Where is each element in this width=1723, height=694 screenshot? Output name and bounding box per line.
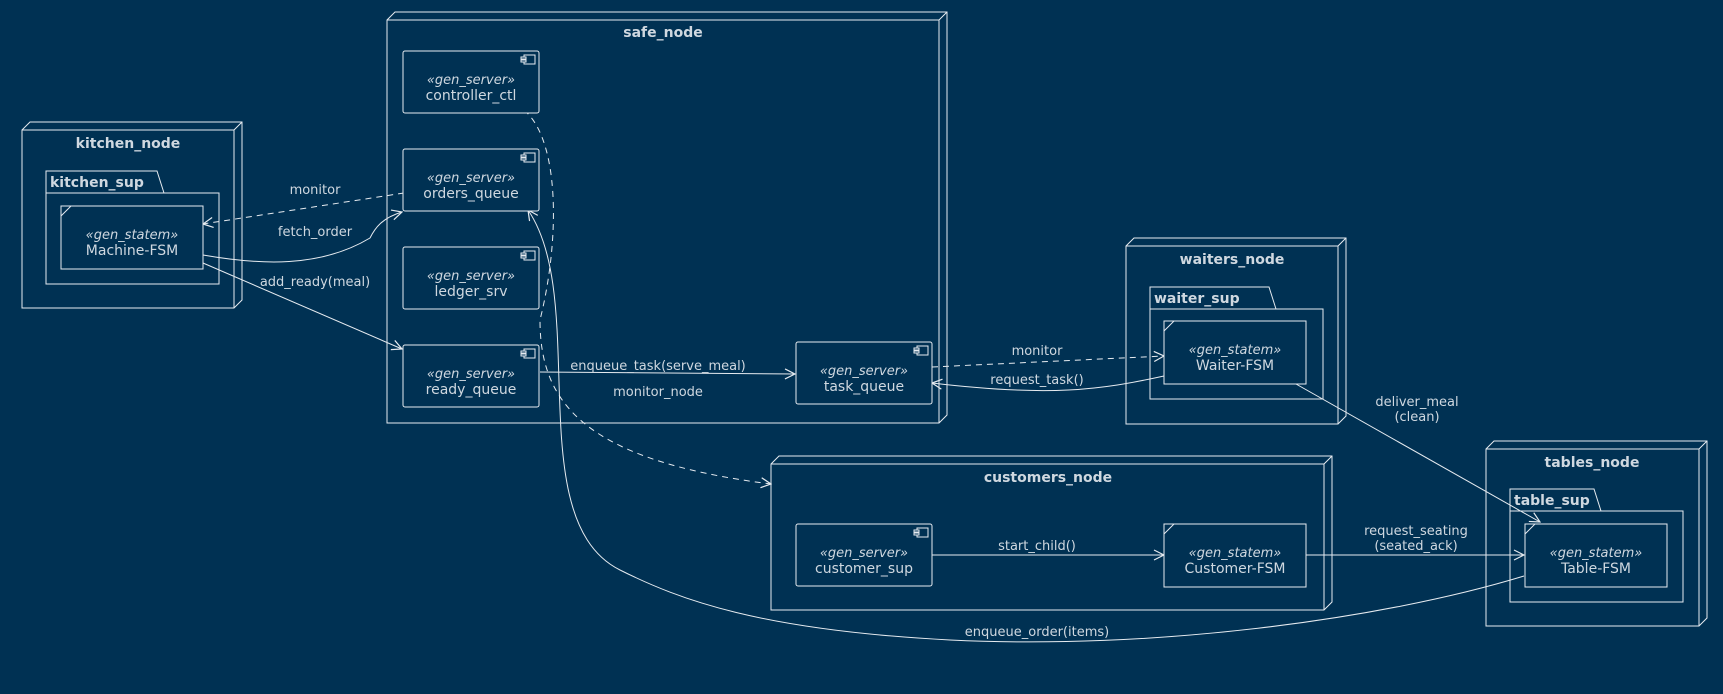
- edge-labels: monitor fetch_order add_ready(meal) enqu…: [260, 183, 1468, 640]
- label-enqueue-order: enqueue_order(items): [965, 625, 1109, 640]
- frame-waiter-fsm[interactable]: «gen_statem» Waiter-FSM: [1163, 320, 1307, 385]
- component-ledger-srv[interactable]: «gen_server» ledger_srv: [402, 246, 540, 310]
- stereotype: «gen_statem»: [86, 228, 179, 243]
- component-icon: [520, 152, 536, 163]
- component-name: controller_ctl: [426, 88, 517, 104]
- label-fetch-order: fetch_order: [278, 225, 353, 240]
- component-controller-ctl[interactable]: «gen_server» controller_ctl: [402, 50, 540, 114]
- component-name: ready_queue: [426, 382, 517, 398]
- label-deliver-meal-1: deliver_meal: [1375, 395, 1458, 410]
- component-name: ledger_srv: [435, 284, 508, 300]
- component-icon: [520, 348, 536, 359]
- component-name: Waiter-FSM: [1196, 358, 1274, 374]
- frame-machine-fsm[interactable]: «gen_statem» Machine-FSM: [60, 205, 204, 270]
- component-icon: [913, 527, 929, 538]
- stereotype: «gen_statem»: [1189, 343, 1282, 358]
- tables-node: tables_node: [1485, 440, 1708, 627]
- label-deliver-meal-2: (clean): [1394, 410, 1439, 425]
- frame-table-fsm[interactable]: «gen_statem» Table-FSM: [1524, 523, 1668, 588]
- kitchen-node-title: kitchen_node: [76, 136, 181, 152]
- table-sup-label: table_sup: [1514, 493, 1590, 509]
- label-monitor-waiter: monitor: [1012, 344, 1064, 359]
- edge-add-ready: [202, 262, 402, 349]
- label-request-seating-1: request_seating: [1364, 524, 1468, 539]
- edge-monitor-waiter: [931, 356, 1164, 368]
- frame-corner: [1163, 320, 1175, 332]
- component-name: Customer-FSM: [1185, 561, 1286, 577]
- stereotype: «gen_server»: [820, 546, 908, 561]
- safe-node-title: safe_node: [623, 25, 702, 41]
- component-name: Table-FSM: [1560, 561, 1631, 577]
- component-icon: [913, 345, 929, 356]
- component-name: orders_queue: [423, 186, 518, 202]
- edges: [202, 109, 1540, 643]
- kitchen-sup-label: kitchen_sup: [50, 175, 144, 191]
- component-orders-queue[interactable]: «gen_server» orders_queue: [402, 148, 540, 212]
- customers-node: customers_node: [770, 455, 1333, 611]
- stereotype: «gen_server»: [427, 73, 515, 88]
- stereotype: «gen_server»: [427, 269, 515, 284]
- stereotype: «gen_statem»: [1550, 546, 1643, 561]
- label-start-child: start_child(): [998, 539, 1076, 554]
- safe-node: safe_node: [386, 11, 948, 424]
- component-ready-queue[interactable]: «gen_server» ready_queue: [402, 344, 540, 408]
- kitchen-node: kitchen_node: [21, 121, 243, 309]
- component-name: task_queue: [824, 379, 904, 395]
- component-icon: [520, 54, 536, 65]
- waiters-node-title: waiters_node: [1180, 252, 1285, 268]
- label-monitor-node: monitor_node: [613, 385, 703, 400]
- edge-request-task: [932, 375, 1165, 392]
- frame-corner: [1163, 523, 1175, 535]
- label-enqueue-task: enqueue_task(serve_meal): [570, 359, 746, 374]
- waiters-node: waiters_node: [1125, 237, 1347, 425]
- component-name: Machine-FSM: [86, 243, 178, 259]
- label-request-seating-2: (seated_ack): [1374, 539, 1457, 554]
- edge-monitor-kitchen: [203, 192, 405, 224]
- label-request-task: request_task(): [990, 373, 1083, 388]
- stereotype: «gen_server»: [820, 364, 908, 379]
- component-customer-sup[interactable]: «gen_server» customer_sup: [795, 523, 933, 587]
- frame-corner: [1524, 523, 1536, 535]
- edge-monitor-node: [523, 109, 771, 484]
- component-icon: [520, 250, 536, 261]
- edge-enqueue-task: [539, 372, 795, 374]
- edge-enqueue-order: [528, 210, 1525, 643]
- table-sup-package: table_sup: [1509, 488, 1684, 603]
- edge-fetch-order: [202, 212, 402, 263]
- frame-corner: [60, 205, 72, 217]
- frame-customer-fsm[interactable]: «gen_statem» Customer-FSM: [1163, 523, 1307, 588]
- stereotype: «gen_statem»: [1189, 546, 1282, 561]
- waiter-sup-label: waiter_sup: [1154, 291, 1240, 307]
- label-add-ready: add_ready(meal): [260, 275, 370, 290]
- label-monitor-kitchen: monitor: [290, 183, 342, 198]
- component-task-queue[interactable]: «gen_server» task_queue: [795, 341, 933, 405]
- tables-node-title: tables_node: [1545, 455, 1640, 471]
- customers-node-title: customers_node: [984, 470, 1112, 486]
- stereotype: «gen_server»: [427, 171, 515, 186]
- kitchen-sup-package: kitchen_sup: [45, 170, 220, 285]
- stereotype: «gen_server»: [427, 367, 515, 382]
- component-name: customer_sup: [815, 561, 913, 577]
- edge-deliver-meal: [1295, 383, 1540, 522]
- waiter-sup-package: waiter_sup: [1149, 286, 1324, 400]
